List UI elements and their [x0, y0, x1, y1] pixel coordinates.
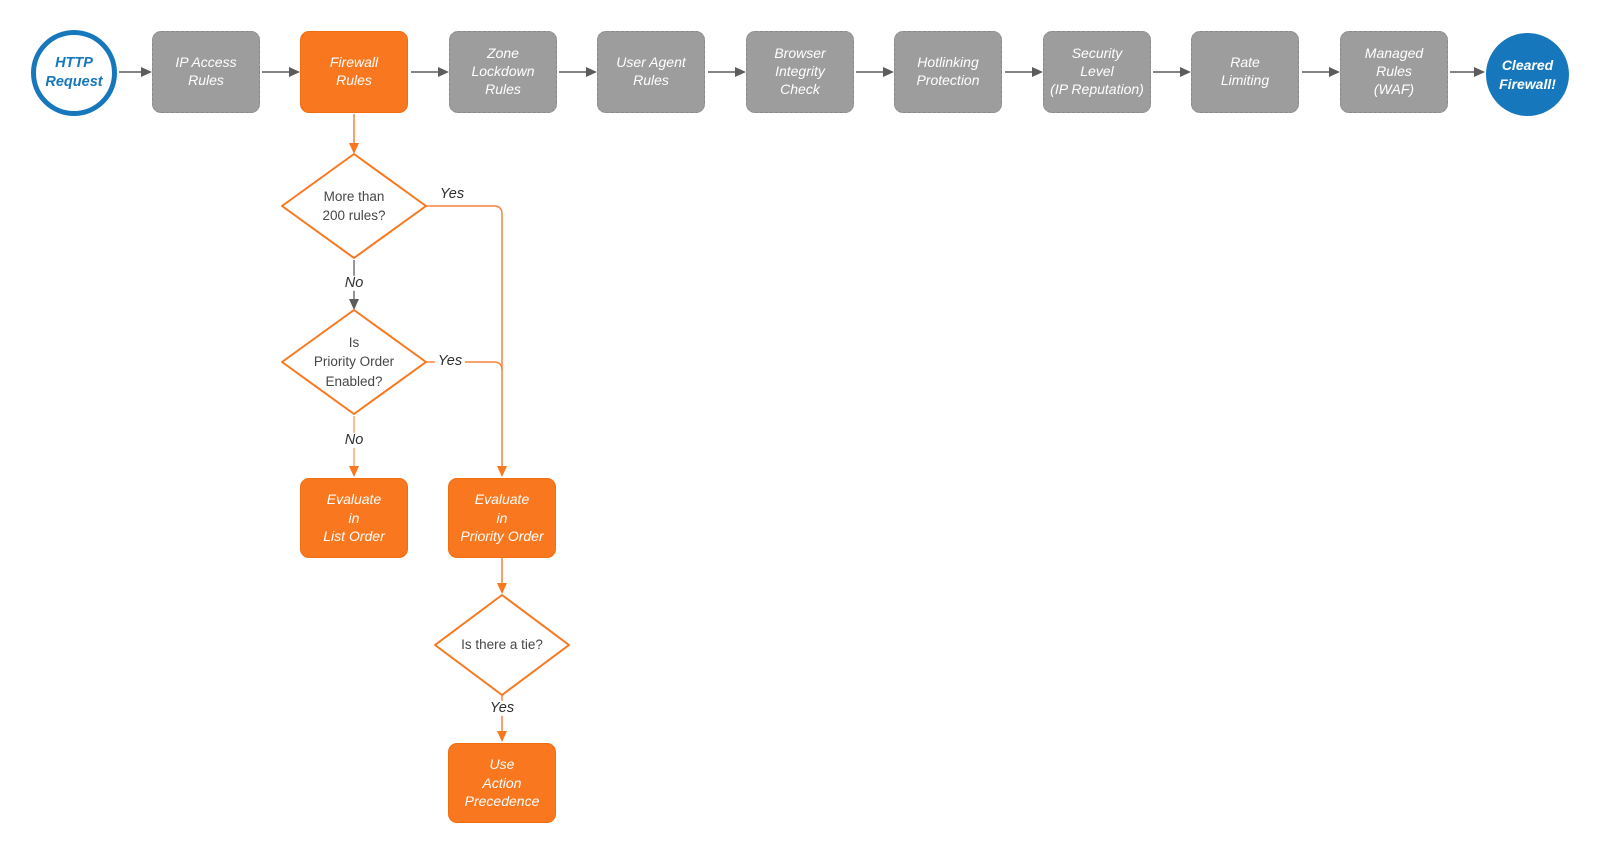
node-rate-limiting: Rate Limiting	[1191, 31, 1299, 113]
node-managed-rules-waf-label: Managed Rules (WAF)	[1364, 45, 1424, 97]
node-firewall-rules: Firewall Rules	[300, 31, 408, 113]
node-user-agent-rules: User Agent Rules	[597, 31, 705, 113]
edge-label-no-priority-enabled: No	[341, 433, 367, 448]
node-http-request-label: HTTP Request	[45, 55, 103, 90]
node-security-level: Security Level (IP Reputation)	[1043, 31, 1151, 113]
edge-label-no-200-rules: No	[341, 276, 367, 291]
action-evaluate-in-list-order: Evaluate in List Order	[300, 478, 408, 558]
action-evaluate-in-priority-order-label: Evaluate in Priority Order	[460, 491, 544, 545]
node-rate-limiting-label: Rate Limiting	[1220, 54, 1270, 88]
node-managed-rules-waf: Managed Rules (WAF)	[1340, 31, 1448, 113]
action-use-action-precedence-label: Use Action Precedence	[464, 756, 540, 810]
node-zone-lockdown-rules-label: Zone Lockdown Rules	[471, 45, 535, 97]
action-use-action-precedence: Use Action Precedence	[448, 743, 556, 823]
decision-more-than-200-rules-shape	[281, 153, 427, 259]
decision-priority-order-enabled-label: Is Priority Order Enabled?	[313, 335, 395, 389]
decision-priority-order-enabled-shape	[281, 309, 427, 415]
node-browser-integrity-check-label: Browser Integrity Check	[774, 45, 826, 97]
node-ip-access-rules: IP Access Rules	[152, 31, 260, 113]
action-evaluate-in-list-order-label: Evaluate in List Order	[323, 491, 385, 545]
edge-yes-200-rules-to-priority-order	[426, 205, 507, 477]
edge-yes-priority-enabled-join	[426, 361, 503, 371]
node-cleared-firewall-label: Cleared Firewall!	[1499, 57, 1556, 92]
edge-label-yes-priority-enabled: Yes	[434, 354, 466, 369]
node-http-request: HTTP Request	[31, 30, 117, 116]
node-ip-access-rules-label: IP Access Rules	[175, 54, 237, 88]
node-security-level-label: Security Level (IP Reputation)	[1050, 45, 1144, 97]
decision-is-there-a-tie-shape	[434, 594, 570, 696]
node-hotlinking-protection-label: Hotlinking Protection	[916, 54, 980, 88]
node-zone-lockdown-rules: Zone Lockdown Rules	[449, 31, 557, 113]
edge-label-yes-tie: Yes	[486, 701, 518, 716]
decision-more-than-200-rules-label: More than 200 rules?	[322, 188, 386, 223]
decision-is-there-a-tie-label: Is there a tie?	[461, 637, 543, 653]
action-evaluate-in-priority-order: Evaluate in Priority Order	[448, 478, 556, 558]
node-firewall-rules-label: Firewall Rules	[329, 54, 379, 88]
node-hotlinking-protection: Hotlinking Protection	[894, 31, 1002, 113]
node-cleared-firewall: Cleared Firewall!	[1486, 33, 1569, 116]
node-user-agent-rules-label: User Agent Rules	[616, 54, 686, 88]
edge-label-yes-200-rules: Yes	[436, 187, 468, 202]
node-browser-integrity-check: Browser Integrity Check	[746, 31, 854, 113]
